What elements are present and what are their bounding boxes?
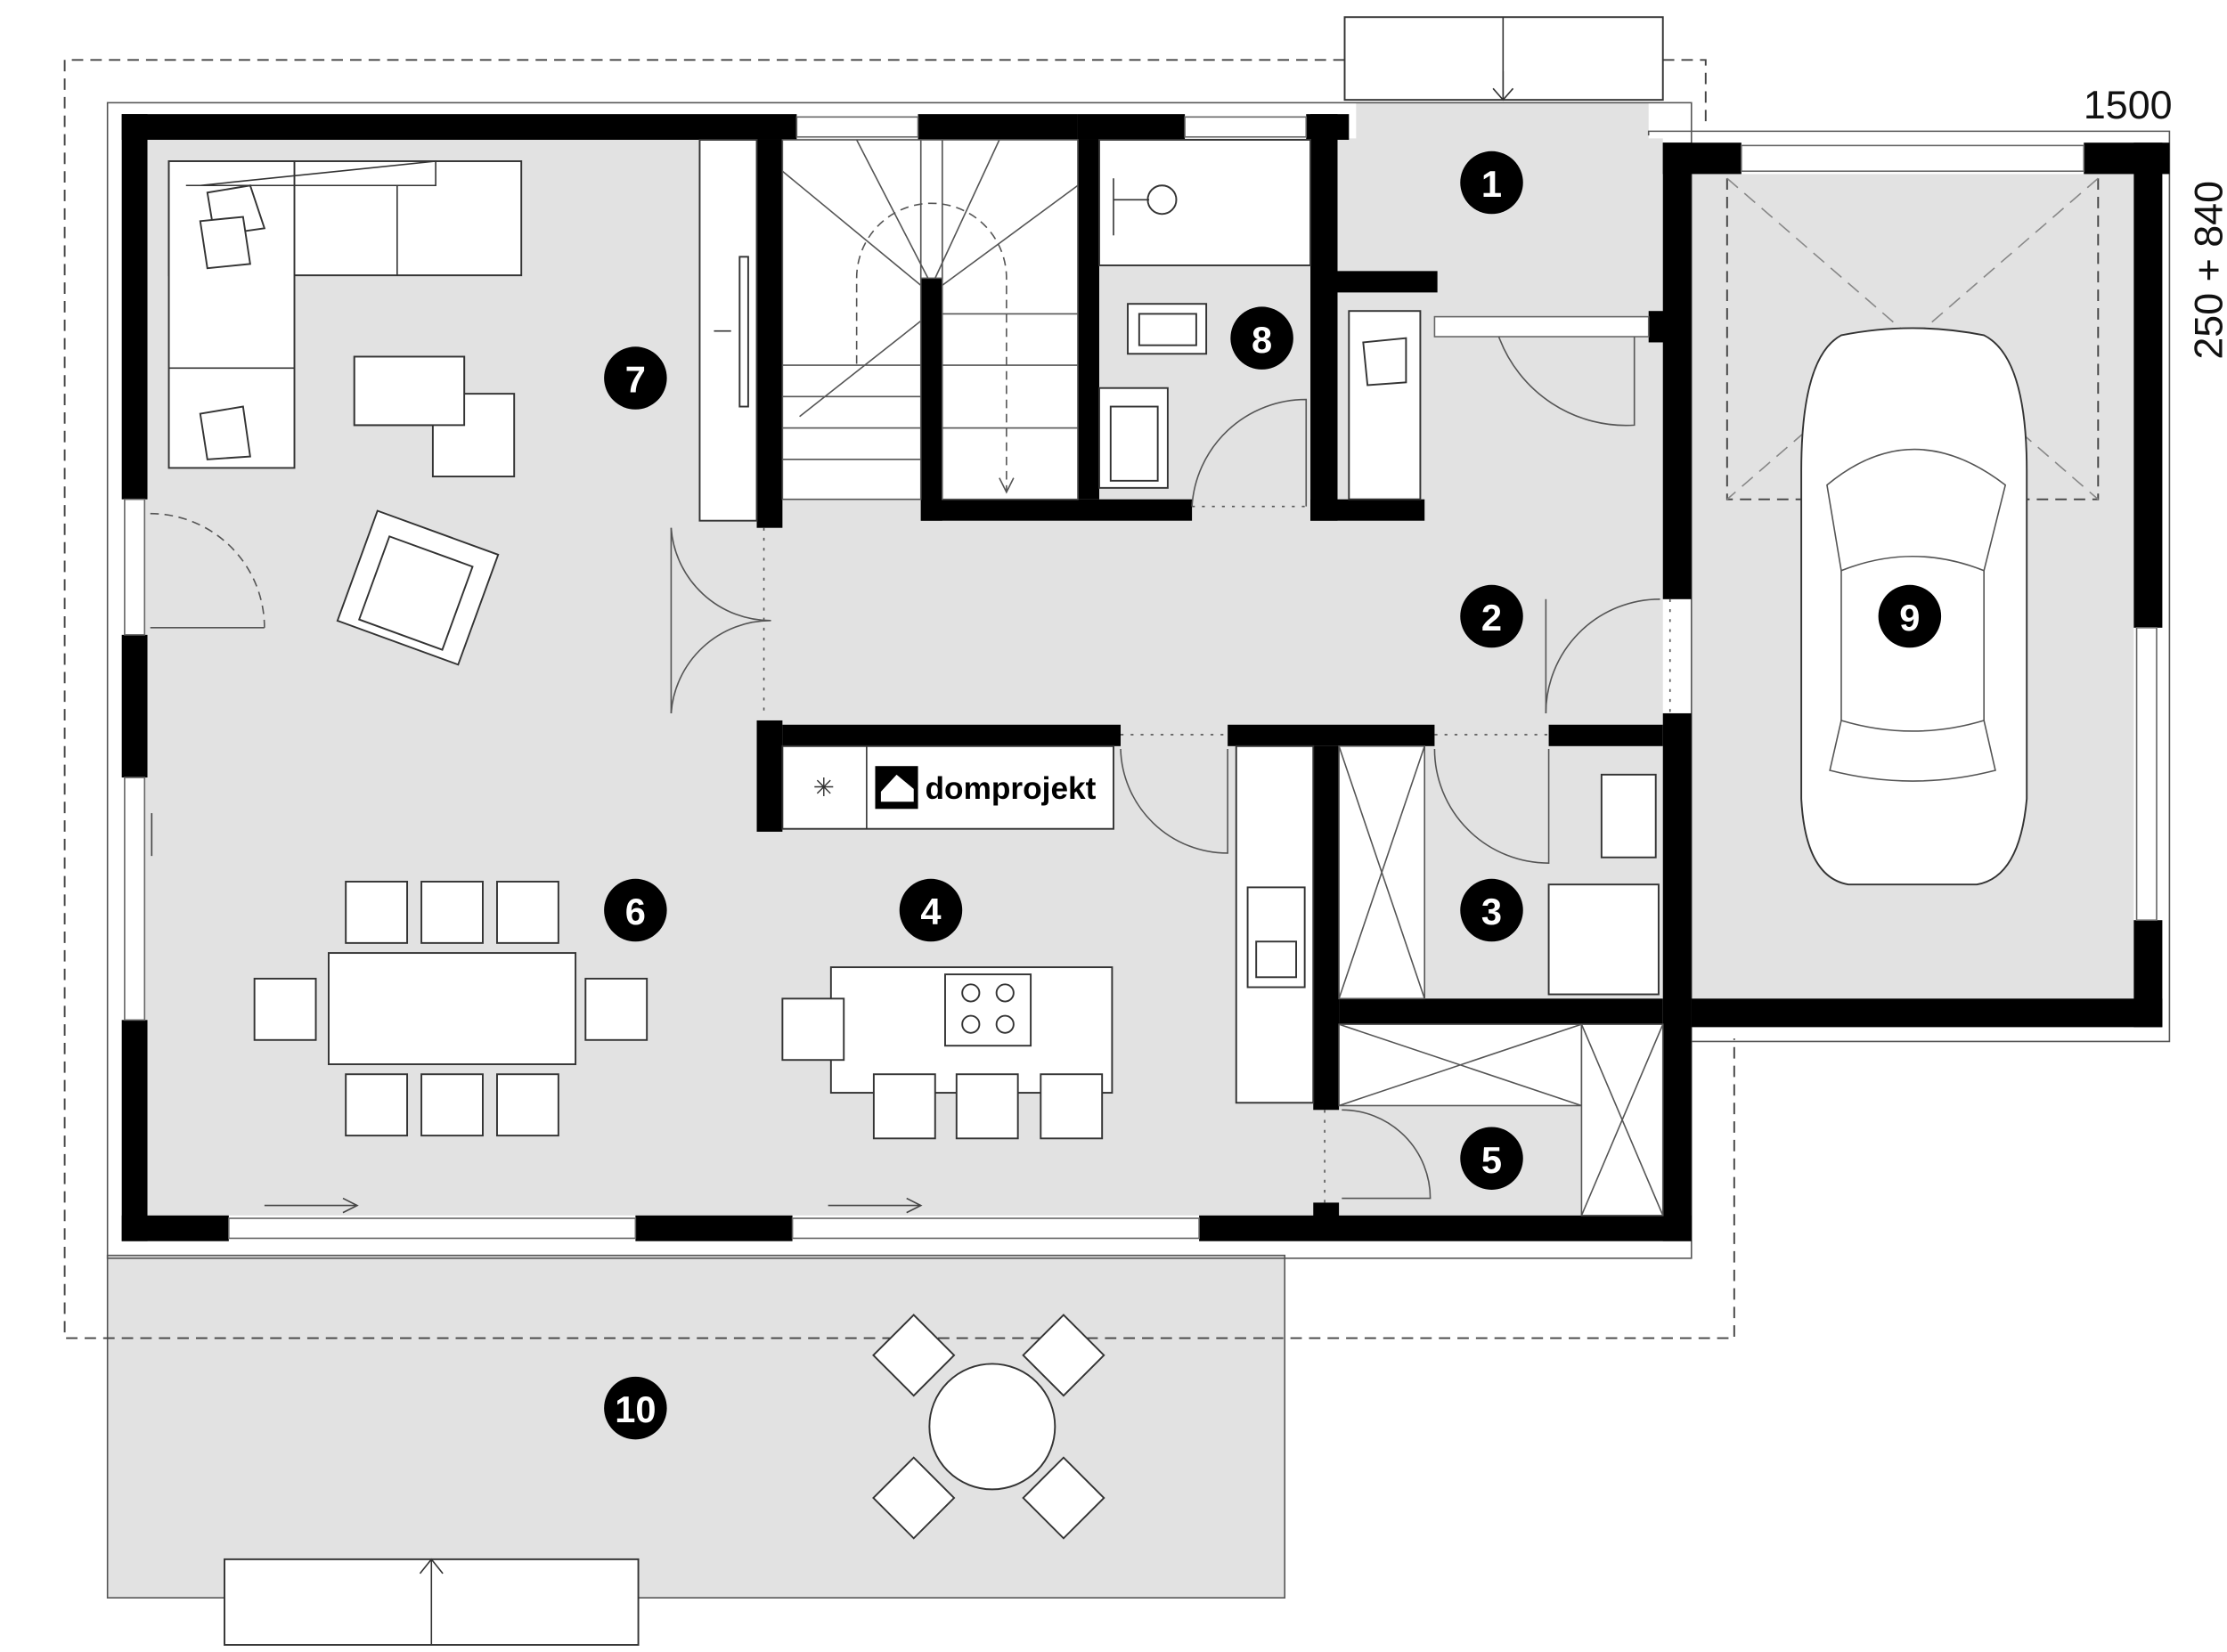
dimension-height: 250 + 840 [2186, 181, 2227, 360]
svg-text:3: 3 [1481, 891, 1502, 932]
room-label-6: 6 [604, 878, 667, 942]
doors [150, 336, 1671, 1203]
dining-set [253, 881, 649, 1137]
room-label-2: 2 [1460, 584, 1523, 648]
room-label-1: 1 [1460, 151, 1523, 215]
bathroom-fixtures [1098, 139, 1422, 500]
armchair [336, 509, 500, 666]
room-label-10: 10 [604, 1376, 667, 1440]
terrace-steps [224, 1558, 640, 1646]
staircase [781, 139, 1079, 500]
terrace-furniture [872, 1314, 1105, 1540]
dimension-width: 1500 [2084, 82, 2173, 127]
room-label-7: 7 [604, 346, 667, 410]
svg-text:9: 9 [1899, 597, 1920, 639]
roof-outline [63, 59, 1735, 1339]
room-label-8: 8 [1230, 306, 1293, 370]
storage [1338, 745, 1664, 1217]
svg-text:5: 5 [1481, 1139, 1502, 1181]
svg-text:1: 1 [1481, 163, 1502, 205]
bookshelf [698, 139, 758, 522]
svg-text:6: 6 [625, 891, 646, 932]
svg-text:✳: ✳ [813, 772, 835, 802]
sofa [167, 160, 523, 469]
kitchen: ✳ [781, 745, 1315, 1140]
svg-text:2: 2 [1481, 597, 1502, 639]
brand-name: domprojekt [926, 771, 1097, 806]
walls [121, 114, 2170, 1241]
room-label-5: 5 [1460, 1127, 1523, 1190]
svg-text:8: 8 [1252, 319, 1272, 361]
svg-text:10: 10 [615, 1388, 656, 1430]
entrance-steps [1343, 16, 1664, 102]
brand-logo: domprojekt [875, 766, 1097, 810]
svg-text:4: 4 [920, 891, 941, 932]
room-label-9: 9 [1878, 584, 1942, 648]
windows [124, 116, 2158, 1240]
room-label-3: 3 [1460, 878, 1523, 942]
svg-text:7: 7 [625, 359, 646, 401]
room-label-4: 4 [899, 878, 963, 942]
